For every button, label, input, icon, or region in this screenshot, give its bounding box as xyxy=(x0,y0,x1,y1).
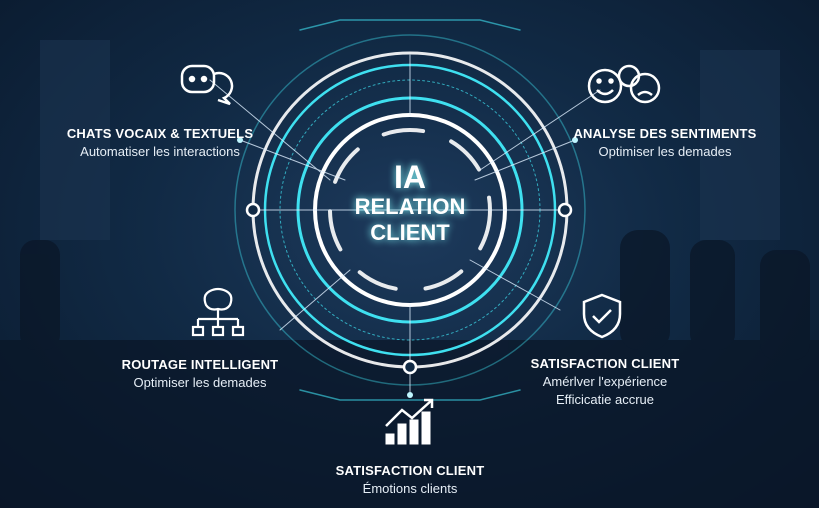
node-sentiments: ANALYSE DES SENTIMENTS Optimiser les dem… xyxy=(573,126,757,159)
node-satisfaction-bottom: SATISFACTION CLIENT Émotions clients xyxy=(335,463,485,496)
node-satisfaction-right: SATISFACTION CLIENT Amérlver l'expérienc… xyxy=(530,356,680,407)
emotion-faces-icon xyxy=(587,64,661,104)
hub-title: IA RELATION CLIENT xyxy=(354,159,466,245)
growth-chart-icon xyxy=(385,398,434,445)
node-chats: CHATS VOCAIX & TEXTUELS Automatiser les … xyxy=(66,126,254,159)
node-dot-left xyxy=(245,202,261,218)
brain-network-icon xyxy=(191,287,245,337)
node-dot-bottom xyxy=(402,359,418,375)
chat-bot-icon xyxy=(180,64,234,106)
node-dot-right xyxy=(557,202,573,218)
shield-check-icon xyxy=(582,293,622,339)
node-routage: ROUTAGE INTELLIGENT Optimiser les demade… xyxy=(121,357,279,390)
